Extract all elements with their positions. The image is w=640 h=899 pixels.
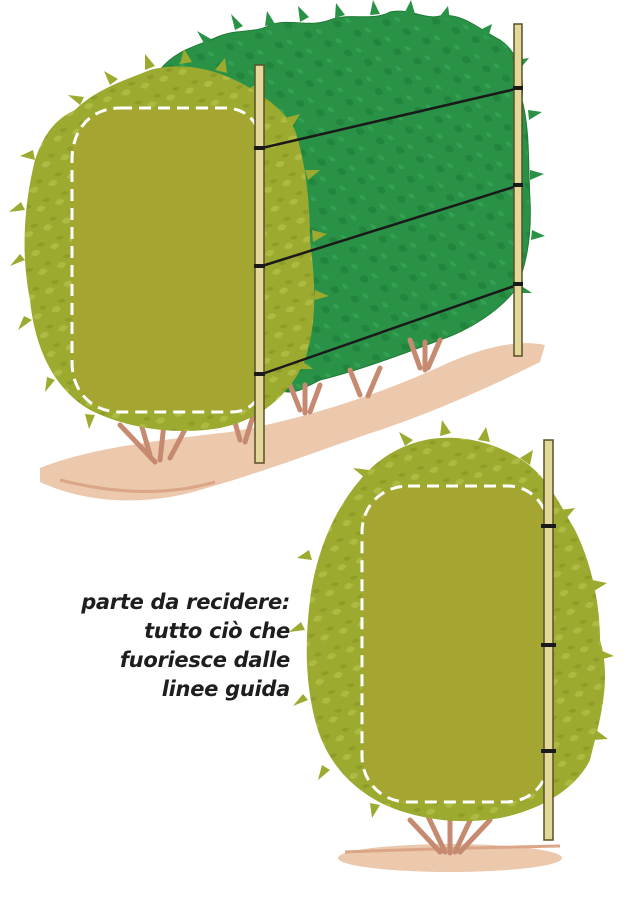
single-hedge-scene (289, 420, 614, 872)
pole-bottom (543, 439, 554, 841)
pole-back (513, 23, 523, 357)
guide-wires (261, 86, 521, 376)
guide-line-bottom (360, 484, 550, 804)
trimmed-shape-top (72, 108, 262, 412)
caption-line-4: linee guida (161, 677, 291, 701)
hedge-light-bottom-leaves (289, 420, 614, 818)
caption-line-2: tutto ciò che (144, 619, 290, 643)
hedge-row-scene (9, 0, 545, 501)
guide-line-top (70, 106, 264, 414)
ground-top (40, 343, 545, 501)
caption-line-3: fuoriesce dalle (119, 648, 290, 672)
cutting-caption: parte da recidere: tutto ciò che fuories… (40, 588, 290, 704)
trimmed-shape-bottom (362, 486, 548, 802)
wire-knots (254, 86, 523, 376)
wire-knots-bottom (541, 524, 556, 753)
caption-line-1: parte da recidere: (81, 590, 290, 614)
ground-shadow (59, 478, 216, 493)
hedge-trunks-bottom (407, 802, 493, 856)
